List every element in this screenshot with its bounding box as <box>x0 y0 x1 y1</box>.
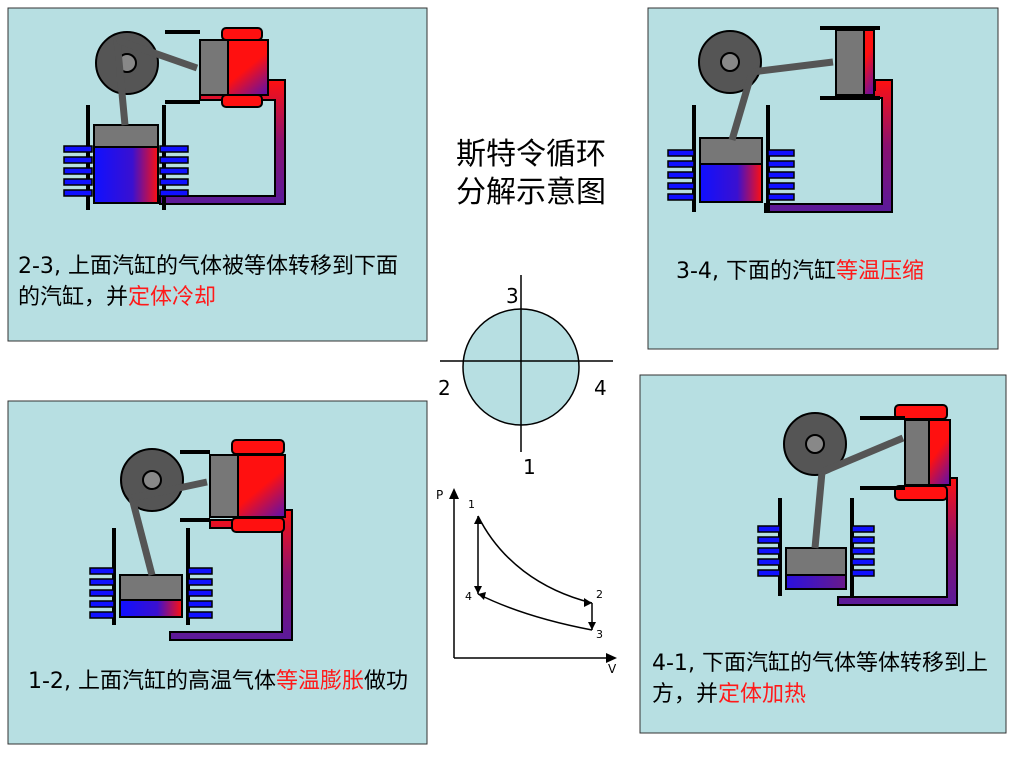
circle-label-left: 2 <box>438 376 451 400</box>
step-sep: , <box>711 259 726 284</box>
title: 斯特令循环分解示意图 <box>456 137 606 210</box>
caption-text: 上面汽缸的高温气体 <box>77 669 276 694</box>
caption-text: 下面汽缸的气体等体转移到上方，并 <box>652 651 988 707</box>
cycle-circle <box>440 275 613 452</box>
step-sep: , <box>687 651 702 676</box>
step-sep: , <box>63 669 78 694</box>
caption-2-3: 2-3, 上面汽缸的气体被等体转移到下面的汽缸，并定体冷却 <box>18 251 418 313</box>
engine-2-3 <box>63 27 286 210</box>
pv-axis-p: P <box>436 488 444 502</box>
pv-axis-v: V <box>608 662 617 676</box>
caption-tail: 做功 <box>363 669 408 694</box>
caption-1-2: 1-2, 上面汽缸的高温气体等温膨胀做功 <box>28 666 408 697</box>
circle-label-right: 4 <box>594 376 607 400</box>
step-label: 3-4 <box>676 259 712 284</box>
step-label: 2-3 <box>18 254 54 279</box>
caption-highlight: 等温膨胀 <box>275 669 364 694</box>
caption-3-4: 3-4, 下面的汽缸等温压缩 <box>676 256 976 287</box>
caption-text: 下面的汽缸 <box>725 259 836 284</box>
step-label: 1-2 <box>28 669 64 694</box>
step-label: 4-1 <box>652 651 688 676</box>
caption-highlight: 定体冷却 <box>128 285 217 310</box>
circle-label-bottom: 1 <box>523 455 536 479</box>
circle-label-top: 3 <box>506 284 519 308</box>
caption-highlight: 等温压缩 <box>835 259 924 284</box>
pv-point-4: 4 <box>465 590 472 603</box>
pv-point-2: 2 <box>596 588 603 601</box>
engine-4-1 <box>757 404 958 606</box>
engine-3-4 <box>667 26 893 213</box>
pv-point-3: 3 <box>596 628 603 641</box>
pv-diagram <box>449 488 617 663</box>
caption-highlight: 定体加热 <box>718 682 807 707</box>
caption-4-1: 4-1, 下面汽缸的气体等体转移到上方，并定体加热 <box>652 648 997 710</box>
step-sep: , <box>53 254 68 279</box>
engine-1-2 <box>89 439 293 641</box>
pv-point-1: 1 <box>468 498 475 511</box>
caption-text: 上面汽缸的气体被等体转移到下面的汽缸，并 <box>18 254 398 310</box>
